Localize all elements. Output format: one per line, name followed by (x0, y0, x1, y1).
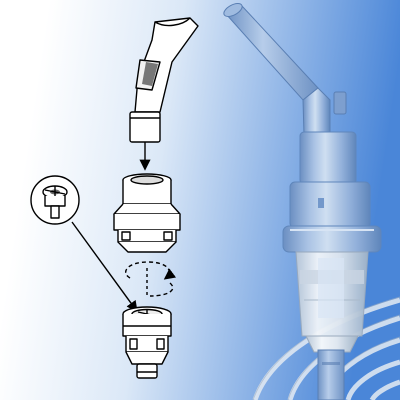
exploded-diagram (30, 17, 199, 379)
assembled-nebulizer-photo (223, 3, 400, 400)
nebulizer-top-icon (113, 173, 181, 253)
rotate-arrow-icon (125, 261, 177, 297)
clear-cup-photo (295, 251, 369, 353)
mouthpiece-photo (223, 3, 347, 136)
supply-tube-photo (317, 349, 345, 400)
medication-cup-icon (122, 306, 172, 379)
top-housing-photo (282, 131, 382, 253)
insert-arrow (71, 221, 138, 313)
baffle-icon (30, 175, 80, 225)
mouthpiece-icon (129, 17, 199, 171)
